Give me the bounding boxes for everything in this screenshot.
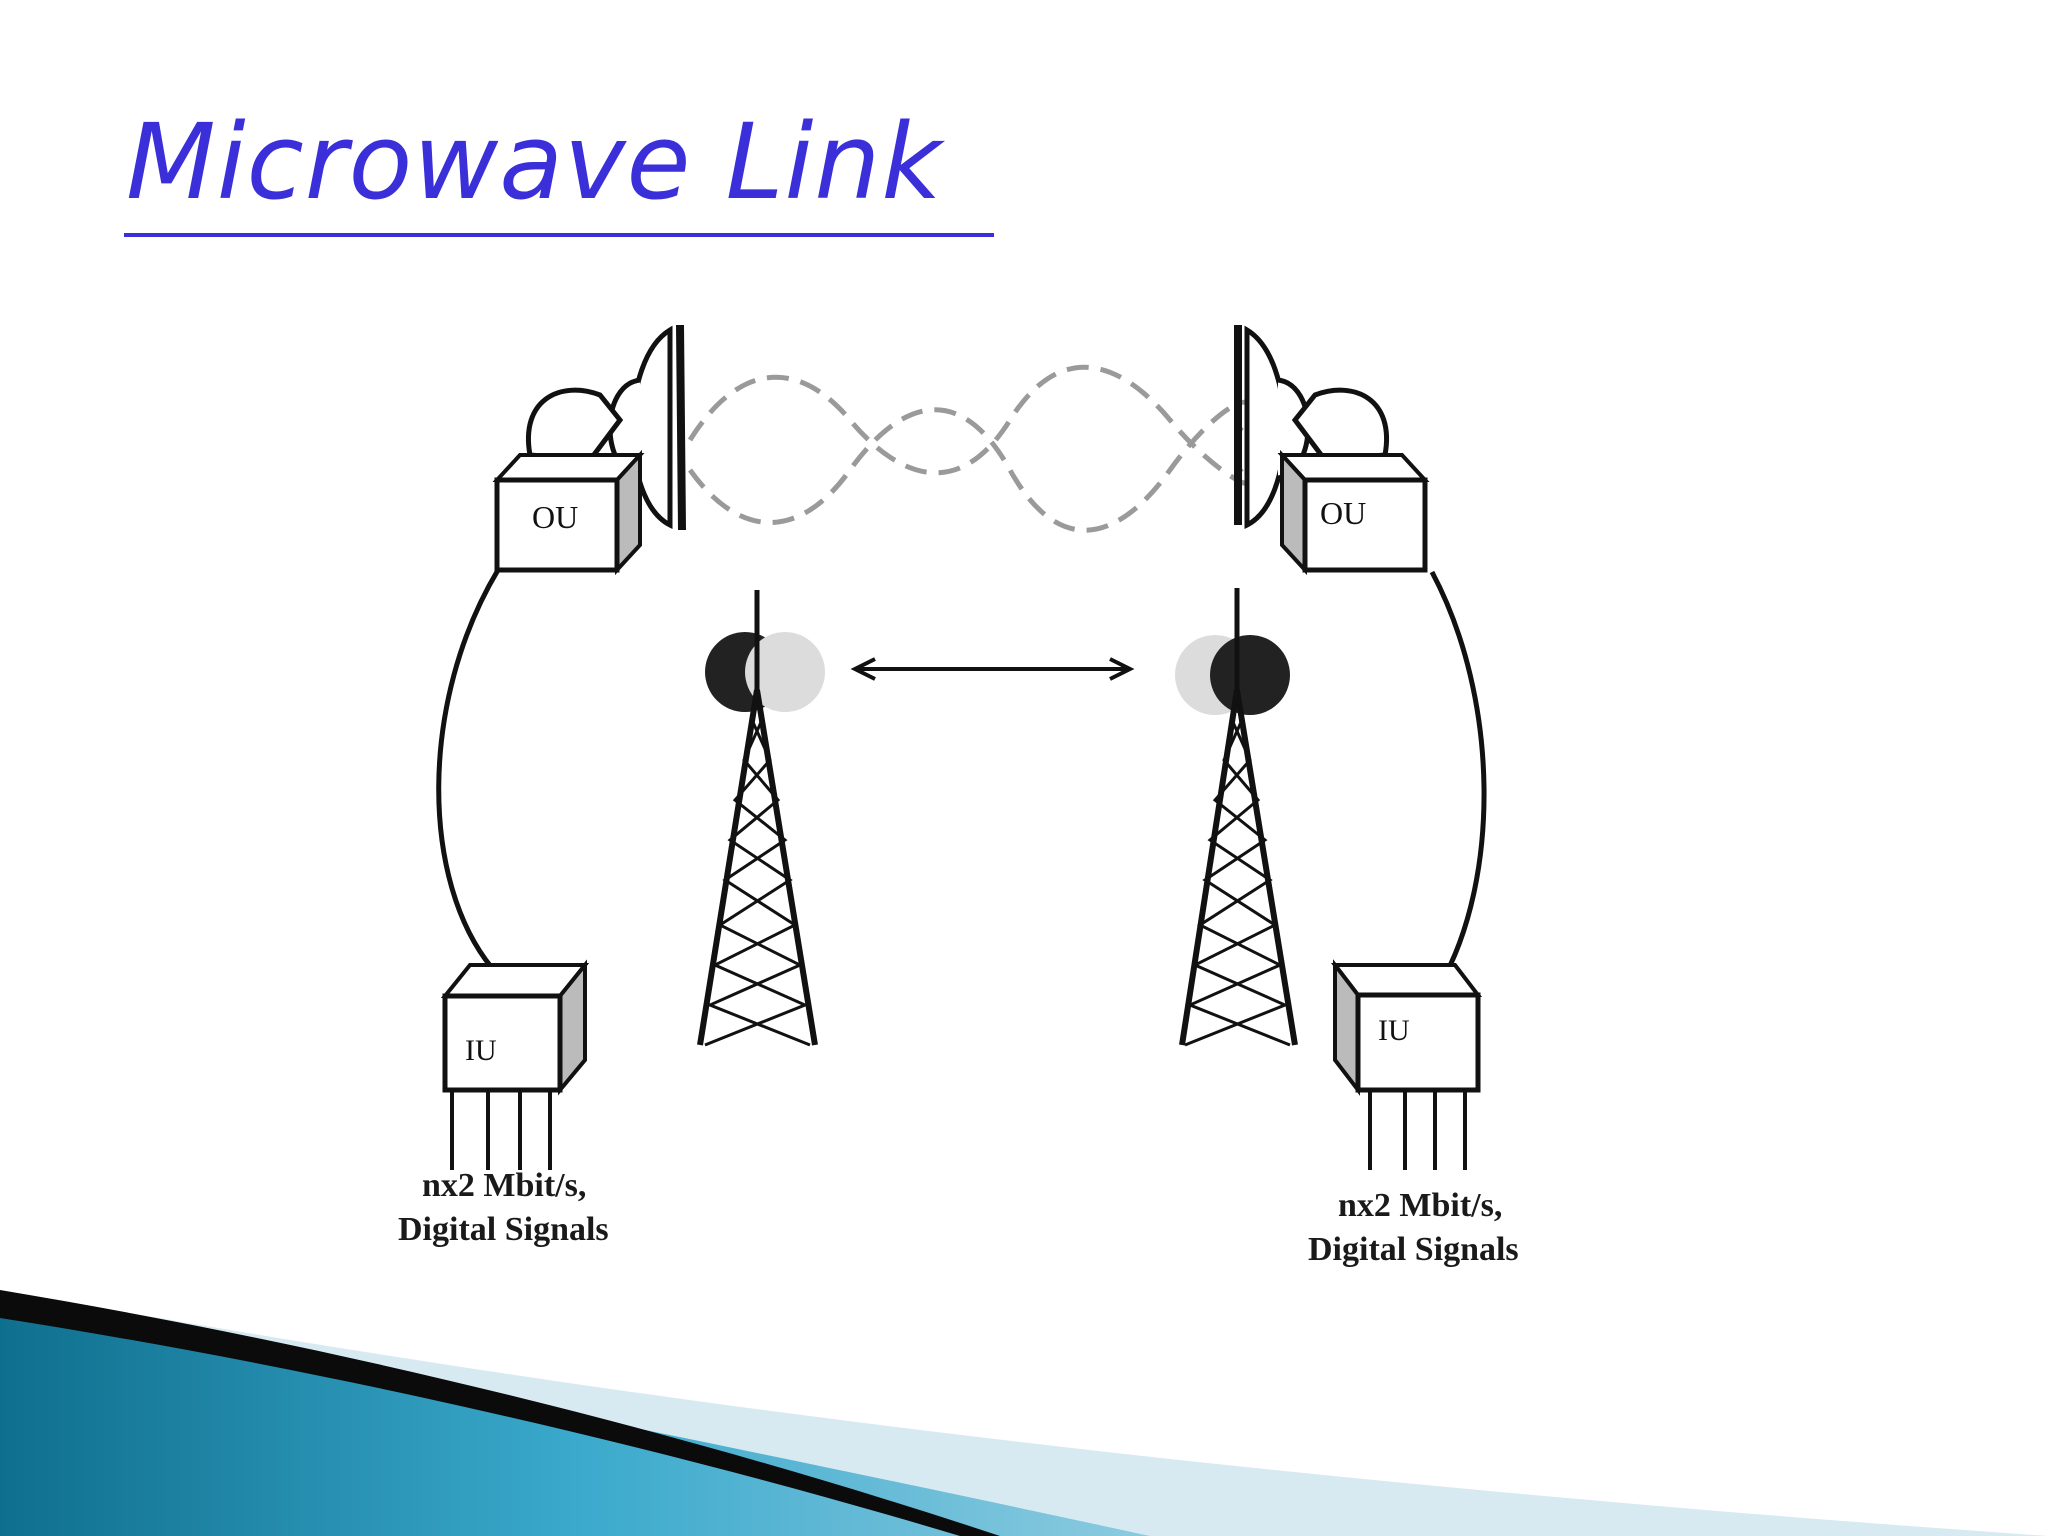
- distance-arrow: [850, 657, 1135, 681]
- right-signal-lines: [1368, 1090, 1467, 1170]
- beam-wave-1: [687, 364, 1252, 487]
- beam-wave-2: [687, 399, 1252, 533]
- slide-title: Microwave Link: [126, 101, 943, 223]
- left-tower: [697, 590, 825, 1047]
- left-indoor-unit: IU: [440, 959, 590, 1096]
- left-outdoor-unit: OU: [492, 449, 645, 576]
- right-cable: [1429, 570, 1487, 987]
- right-dish-antenna: [1234, 325, 1389, 530]
- title-underline: [124, 233, 994, 237]
- right-caption-line2: Digital Signals: [1308, 1231, 1519, 1268]
- right-tower: [1175, 588, 1298, 1047]
- right-station: OU IU nx2 Mbit/s, Digital Signals: [1234, 325, 1519, 1268]
- left-cable: [436, 568, 501, 970]
- microwave-beam: [687, 364, 1252, 533]
- left-ou-label: OU: [532, 499, 578, 535]
- left-signal-lines: [450, 1090, 552, 1170]
- right-indoor-unit: IU: [1330, 959, 1483, 1096]
- left-iu-label: IU: [465, 1034, 497, 1067]
- right-ou-label: OU: [1320, 495, 1366, 531]
- right-caption-line1: nx2 Mbit/s,: [1338, 1187, 1502, 1224]
- left-caption-line2: Digital Signals: [398, 1211, 609, 1248]
- left-station: OU IU nx2 Mbit/s, Digital Signals: [398, 324, 686, 1248]
- left-caption-line1: nx2 Mbit/s,: [422, 1167, 586, 1204]
- right-iu-label: IU: [1378, 1014, 1410, 1047]
- right-outdoor-unit: OU: [1277, 449, 1430, 576]
